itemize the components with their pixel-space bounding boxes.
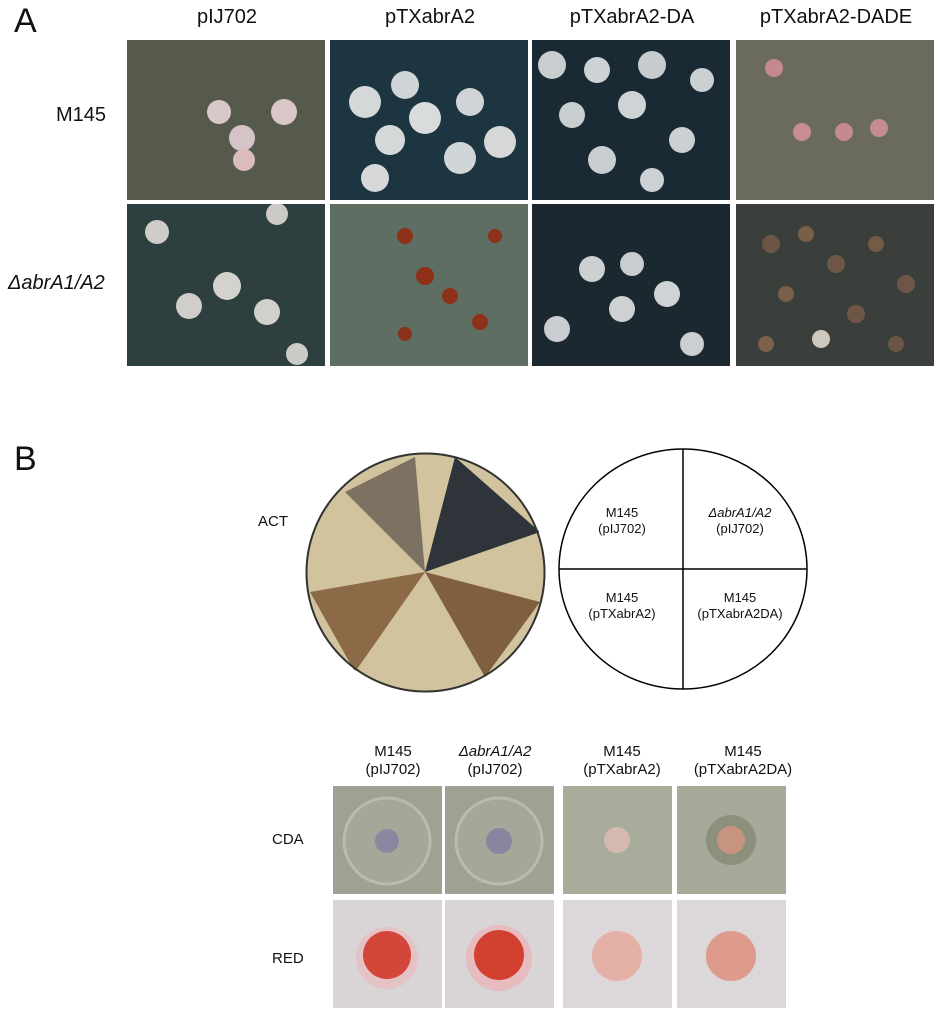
quadrant-diagram bbox=[557, 447, 809, 691]
plate-image-m145-ptxabra2-dade bbox=[736, 40, 934, 200]
strain-header-4: M145(pTXabrA2DA) bbox=[693, 743, 793, 778]
strain-header-3: M145(pTXabrA2) bbox=[583, 743, 661, 778]
plate-image-abra1a2-ptxabra2-dade bbox=[736, 204, 934, 366]
col-header-ptxabra2: pTXabrA2 bbox=[384, 6, 476, 28]
strain-header-2: ΔabrA1/A2(pIJ702) bbox=[458, 743, 532, 778]
plate-image-m145-ptxabra2-da bbox=[532, 40, 730, 200]
strain-header-1: M145(pIJ702) bbox=[365, 743, 421, 778]
red-plate-4 bbox=[677, 900, 786, 1008]
red-plate-3 bbox=[563, 900, 672, 1008]
quadrant-top-left: M145(pIJ702) bbox=[598, 505, 646, 536]
plate-image-m145-pij702 bbox=[127, 40, 325, 200]
cda-plate-1 bbox=[333, 786, 442, 894]
act-label: ACT bbox=[258, 513, 288, 530]
row-header-m145: M145 bbox=[56, 104, 107, 126]
cda-plate-4 bbox=[677, 786, 786, 894]
plate-image-abra1a2-ptxabra2-da bbox=[532, 204, 730, 366]
plate-image-abra1a2-pij702 bbox=[127, 204, 325, 366]
red-plate-2 bbox=[445, 900, 554, 1008]
panel-b-letter: B bbox=[14, 440, 37, 478]
row-label-red: RED bbox=[272, 950, 304, 967]
quadrant-top-right: ΔabrA1/A2(pIJ702) bbox=[708, 505, 772, 536]
plate-image-m145-ptxabra2 bbox=[330, 40, 528, 200]
act-plate-image bbox=[305, 452, 546, 693]
col-header-ptxabra2-dade: pTXabrA2-DADE bbox=[759, 6, 913, 28]
quadrant-bottom-right: M145(pTXabrA2DA) bbox=[697, 590, 783, 621]
col-header-pij702: pIJ702 bbox=[196, 6, 258, 28]
quadrant-bottom-left: M145(pTXabrA2) bbox=[588, 590, 656, 621]
cda-plate-3 bbox=[563, 786, 672, 894]
row-label-cda: CDA bbox=[272, 831, 304, 848]
panel-a-letter: A bbox=[14, 2, 37, 40]
row-header-abra1-a2: ΔabrA1/A2 bbox=[8, 272, 105, 294]
col-header-ptxabra2-da: pTXabrA2-DA bbox=[569, 6, 695, 28]
cda-plate-2 bbox=[445, 786, 554, 894]
red-plate-1 bbox=[333, 900, 442, 1008]
plate-image-abra1a2-ptxabra2 bbox=[330, 204, 528, 366]
